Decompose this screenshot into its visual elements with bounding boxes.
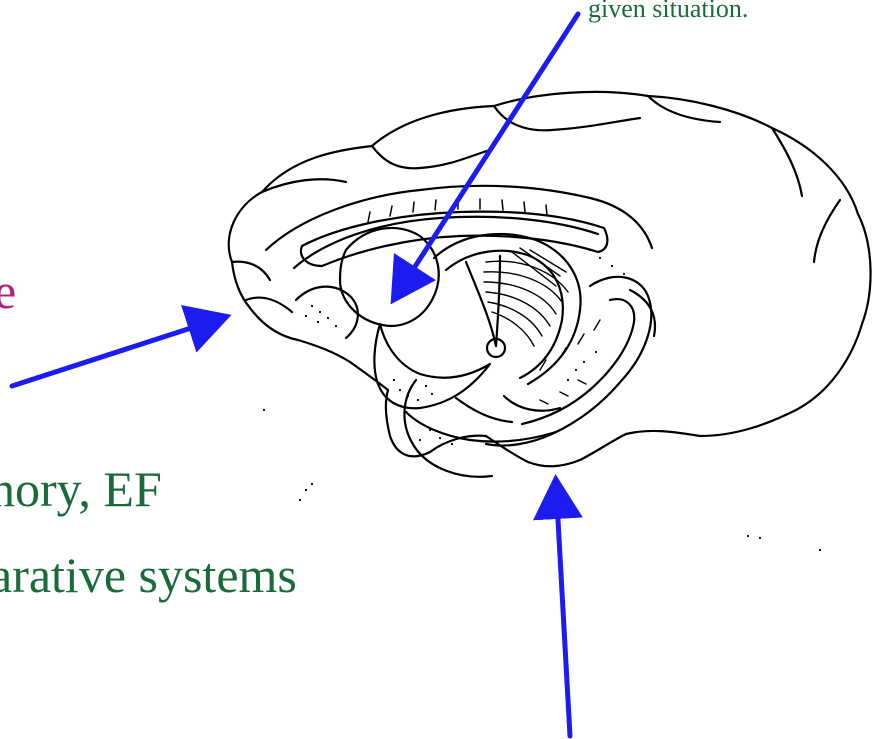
arrow-to-thalamus xyxy=(396,14,578,296)
brainstem xyxy=(374,324,490,408)
body-text-line-2: arative systems xyxy=(0,550,297,600)
corpus-callosum xyxy=(301,212,607,266)
sulcus-2 xyxy=(372,146,490,168)
sulcus-7 xyxy=(246,298,292,312)
septal-region xyxy=(296,287,358,338)
sulcus-6 xyxy=(814,200,840,262)
fornix xyxy=(434,234,581,384)
caption-top-right: given situation. xyxy=(588,0,748,22)
sulcus-5 xyxy=(772,128,802,196)
partial-term-label: e xyxy=(0,266,16,316)
temporal-inner xyxy=(406,412,556,442)
thalamus xyxy=(340,228,439,326)
sulcus-8 xyxy=(232,262,270,280)
arrow-to-hippocampus xyxy=(556,484,570,736)
body-text-line-1: nory, EF xyxy=(0,464,162,514)
arrow-to-frontal xyxy=(12,318,222,386)
